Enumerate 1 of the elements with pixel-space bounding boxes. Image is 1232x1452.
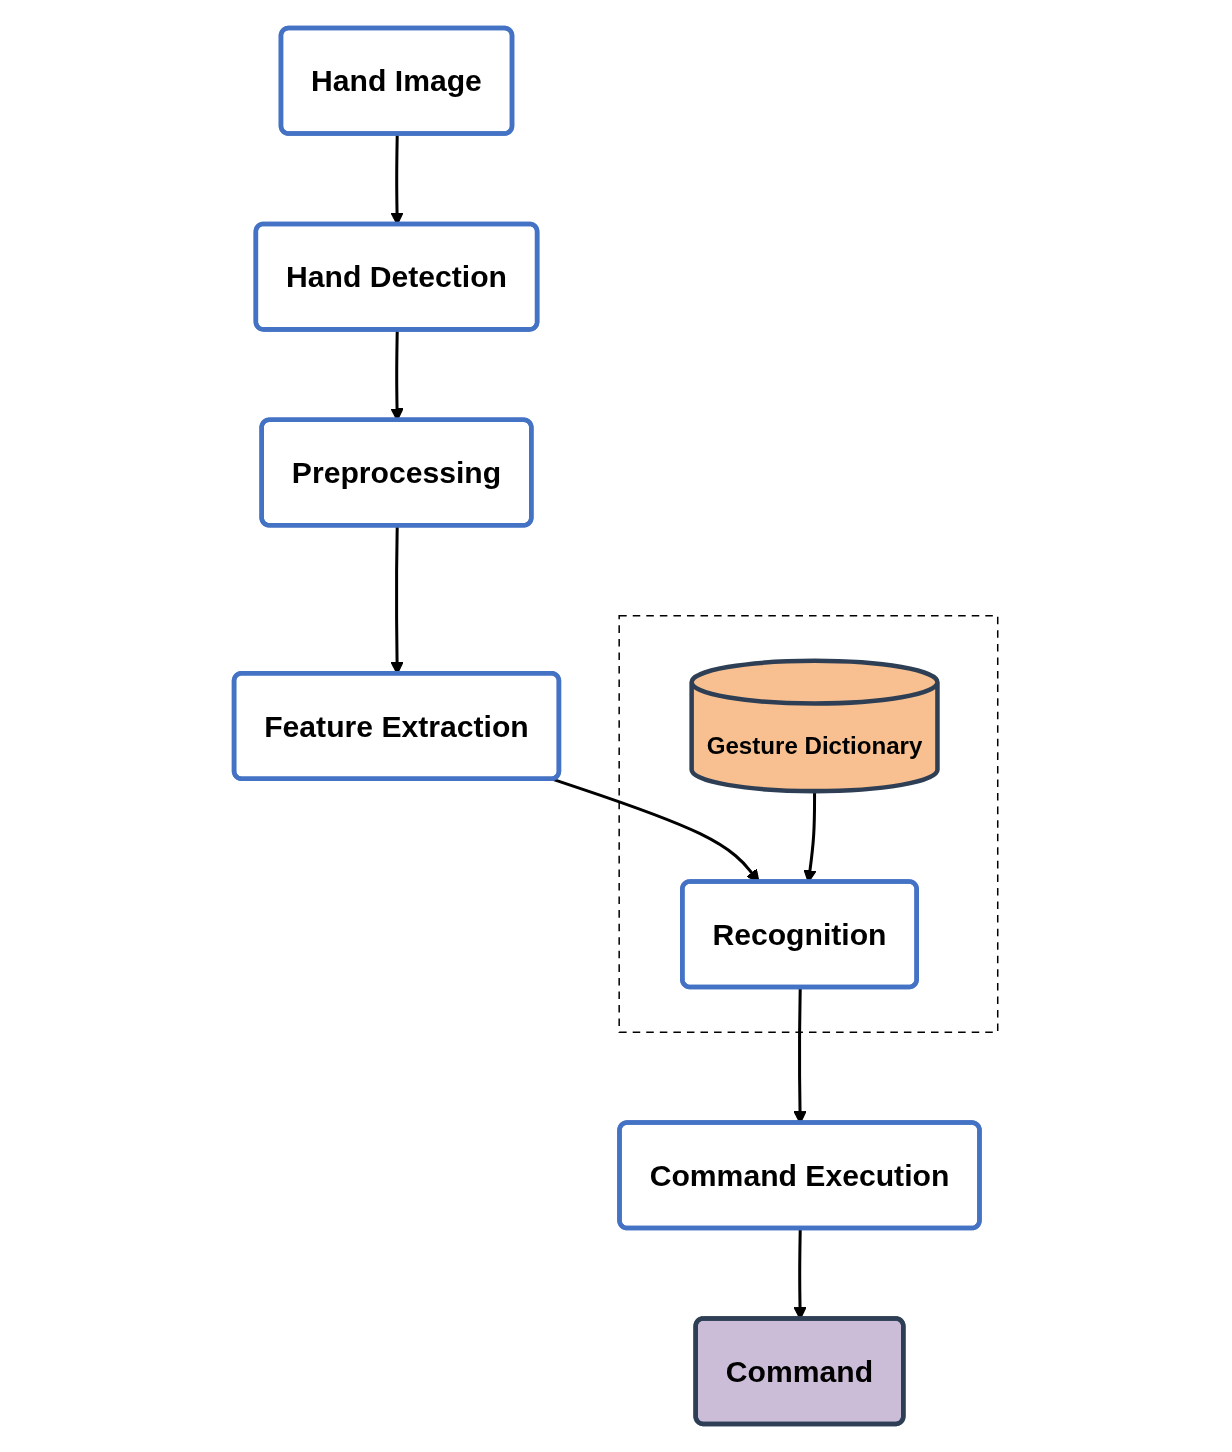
cluster <box>618 614 999 1033</box>
